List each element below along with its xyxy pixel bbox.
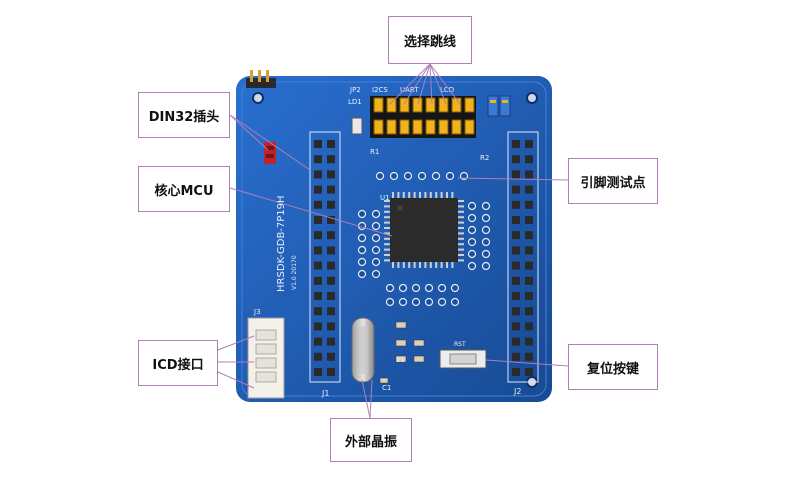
- callout-jumper-select-text: 选择跳线: [403, 34, 456, 50]
- silk-version-text: V1.0 20170: [291, 255, 298, 290]
- icd-connector: [247, 317, 285, 399]
- smd-components: [379, 321, 425, 384]
- j2-header: [507, 131, 539, 383]
- silk-lcd: LCD: [440, 86, 454, 94]
- callout-din32-header-text: DIN32插头: [148, 109, 220, 125]
- red-din-jumper: [264, 142, 276, 164]
- callout-reset-button: 复位按键: [568, 344, 658, 390]
- jumper-block: [370, 96, 476, 138]
- reset-button: [439, 349, 487, 369]
- callout-reset-button-text: 复位按键: [586, 361, 639, 377]
- silk-j1: J1: [321, 389, 329, 398]
- callout-icd-interface-text: ICD接口: [152, 357, 204, 373]
- callout-pin-test-points: 引脚测试点: [568, 158, 658, 204]
- silk-r1: R1: [370, 148, 379, 156]
- silk-j3: J3: [253, 308, 261, 316]
- silk-j2: J2: [513, 387, 521, 396]
- callout-icd-interface: ICD接口: [138, 340, 218, 386]
- silk-jp2: JP2: [349, 86, 361, 94]
- silk-c1: C1: [382, 384, 391, 392]
- callout-leaders: [217, 63, 569, 419]
- silk-d1: D1: [396, 357, 405, 364]
- j1-header: [309, 131, 341, 383]
- callout-external-crystal-text: 外部晶振: [344, 434, 397, 450]
- silk-u1: U1: [380, 194, 390, 202]
- callout-core-mcu: 核心MCU: [138, 166, 230, 212]
- blue-jumper: [487, 95, 511, 117]
- silk-uart: UART: [400, 86, 419, 94]
- callout-external-crystal: 外部晶振: [330, 418, 412, 462]
- silk-rst: RST: [454, 341, 466, 348]
- callout-jumper-select: 选择跳线: [388, 16, 472, 64]
- callout-din32-header: DIN32插头: [138, 92, 230, 138]
- test-points: [357, 171, 491, 307]
- callout-pin-test-points-text: 引脚测试点: [580, 175, 646, 191]
- silk-r2: R2: [480, 154, 489, 162]
- mcu-chip: [390, 198, 458, 262]
- pcb-inner-border: [241, 81, 547, 397]
- silk-i2cs: I2CS: [372, 86, 388, 94]
- top-left-header: [246, 70, 276, 88]
- silk-side-text: HRSDK-GDB-7P19H: [276, 195, 287, 292]
- led-ld1: [351, 117, 363, 135]
- silk-ld1: LD1: [348, 98, 362, 106]
- crystal: [351, 317, 375, 383]
- callout-core-mcu-text: 核心MCU: [154, 183, 214, 199]
- mcu-pins: [384, 192, 464, 268]
